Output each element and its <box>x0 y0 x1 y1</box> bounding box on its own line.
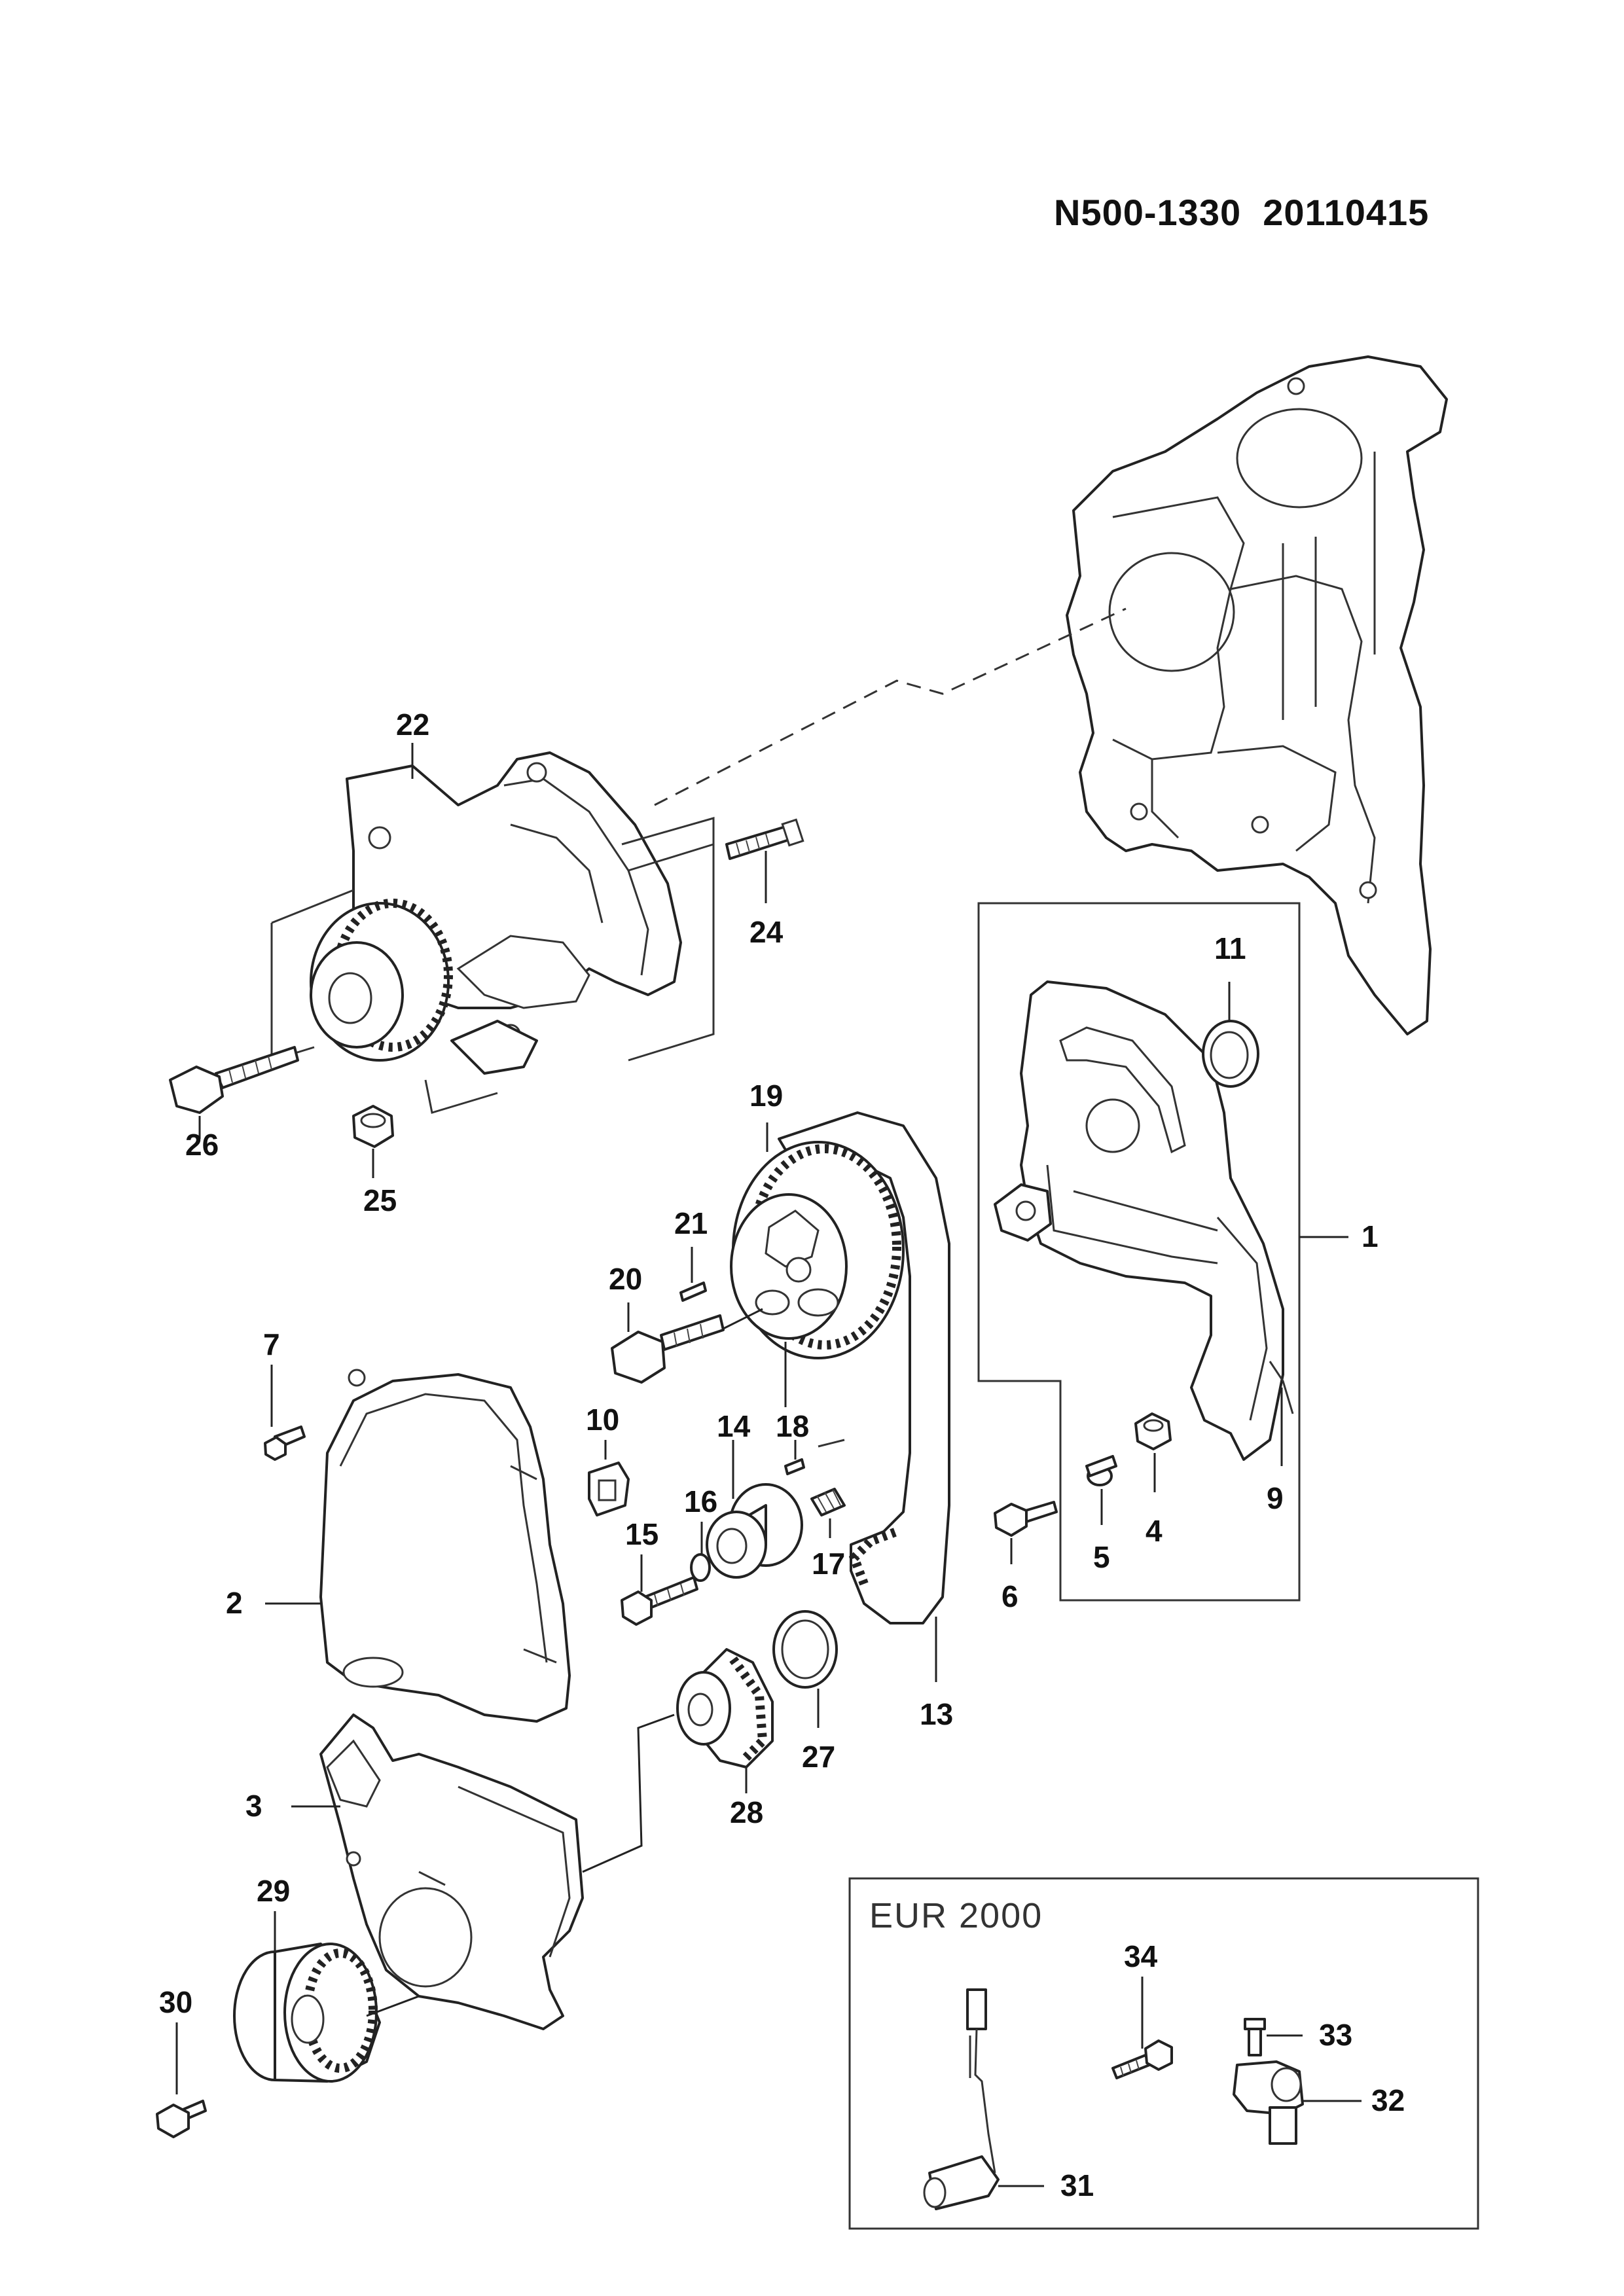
callout-30: 30 <box>159 1985 192 2019</box>
bolt-15 <box>621 1576 698 1626</box>
callout-2: 2 <box>226 1586 243 1620</box>
callout-24: 24 <box>749 915 784 949</box>
pump-nut-25 <box>352 1105 394 1148</box>
callout-25: 25 <box>363 1183 397 1217</box>
tensioner-pulley-14 <box>706 1483 803 1579</box>
callout-27: 27 <box>802 1740 835 1774</box>
washer-16 <box>690 1553 711 1582</box>
callout-31: 31 <box>1060 2168 1094 2202</box>
callout-13: 13 <box>920 1697 953 1731</box>
pump-bolt-26 <box>169 1046 299 1114</box>
callout-32: 32 <box>1371 2083 1405 2117</box>
crank-position-sensor-31 <box>923 1988 1000 2210</box>
callout-29: 29 <box>257 1874 290 1908</box>
eur2000-inset-box <box>848 1877 1479 2230</box>
rear-timing-cover <box>994 980 1294 1461</box>
callout-9: 9 <box>1267 1481 1284 1515</box>
callout-1: 1 <box>1362 1219 1379 1253</box>
pin-21 <box>679 1282 707 1302</box>
camshaft-pulley <box>730 1141 905 1359</box>
callout-14: 14 <box>717 1409 751 1443</box>
callout-19: 19 <box>749 1079 783 1113</box>
callout-21: 21 <box>674 1206 708 1240</box>
callout-26: 26 <box>185 1128 219 1162</box>
bolt-34 <box>1111 2039 1173 2079</box>
drawing-code: N500-1330 20110415 <box>1054 192 1430 233</box>
callout-10: 10 <box>586 1403 619 1437</box>
callout-6: 6 <box>1001 1579 1019 1613</box>
bolt-6 <box>994 1501 1058 1537</box>
callout-33: 33 <box>1319 2018 1352 2052</box>
spring-17 <box>810 1488 846 1516</box>
lower-front-cover <box>319 1713 584 2030</box>
crank-pulley-axis <box>366 1995 420 2017</box>
callout-22: 22 <box>396 708 429 742</box>
callout-17: 17 <box>812 1547 845 1581</box>
seal-11 <box>1202 1020 1259 1088</box>
timing-belt <box>778 1111 950 1624</box>
bolt-7 <box>264 1426 306 1461</box>
nut-4 <box>1134 1412 1172 1450</box>
washer-5 <box>1085 1455 1117 1486</box>
callout-28: 28 <box>730 1795 763 1829</box>
callout-11: 11 <box>1214 931 1246 965</box>
camshaft-bolt-20 <box>611 1314 725 1384</box>
callout-15: 15 <box>625 1517 659 1551</box>
engine-block <box>1066 355 1448 1035</box>
rear-cover-group-box <box>977 902 1301 1602</box>
pump-stud-24 <box>725 818 804 860</box>
spring-clip-10 <box>588 1462 630 1516</box>
bolt-33 <box>1244 2018 1266 2056</box>
callout-34: 34 <box>1124 1939 1158 1973</box>
callout-5: 5 <box>1093 1540 1110 1574</box>
crankshaft-pulley-29 <box>233 1943 381 2083</box>
seal-27 <box>772 1610 838 1689</box>
callout-7: 7 <box>263 1327 280 1361</box>
callout-18: 18 <box>776 1409 809 1443</box>
callout-20: 20 <box>609 1262 642 1296</box>
cam-position-sensor-32 <box>1233 2060 1304 2145</box>
callout-3: 3 <box>245 1789 262 1823</box>
callout-16: 16 <box>684 1484 717 1518</box>
crank-alignment-line <box>582 1713 675 1873</box>
pin-18 <box>784 1439 845 1475</box>
water-pump-pulley <box>310 899 453 1062</box>
bolt-20-axis <box>723 1308 763 1330</box>
alignment-line-pump-to-block <box>654 607 1127 806</box>
bolt-30 <box>156 2100 207 2138</box>
eur2000-inset-title: EUR 2000 <box>869 1896 1043 1935</box>
crankshaft-sprocket-28 <box>676 1648 774 1768</box>
callout-4: 4 <box>1146 1514 1163 1548</box>
upper-front-cover <box>319 1369 571 1723</box>
